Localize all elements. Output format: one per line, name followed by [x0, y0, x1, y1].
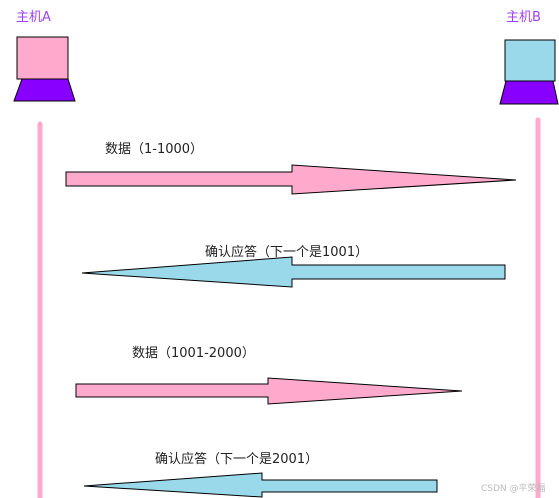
host-a-base-icon [13, 78, 76, 102]
message-4: 确认应答（下一个是2001） [83, 451, 438, 498]
message-2-label: 确认应答（下一个是1001） [205, 244, 368, 260]
host-b-screen-icon [504, 39, 556, 82]
host-a-label: 主机A [16, 10, 51, 25]
host-a: 主机A [13, 10, 76, 102]
message-2: 确认应答（下一个是1001） [81, 244, 506, 288]
message-1-arrow [65, 164, 517, 195]
message-3: 数据（1001-2000） [75, 346, 463, 405]
message-1-label: 数据（1-1000） [105, 142, 203, 157]
host-b-base-icon [499, 80, 559, 105]
message-4-arrow [83, 472, 438, 498]
message-2-arrow [81, 256, 506, 288]
message-4-label: 确认应答（下一个是2001） [155, 451, 318, 467]
message-3-arrow [75, 377, 463, 405]
host-a-screen-icon [16, 36, 69, 80]
watermark-text: CSDN @平荣福 [481, 482, 546, 494]
message-3-label: 数据（1001-2000） [132, 346, 255, 361]
message-1: 数据（1-1000） [65, 142, 517, 195]
host-b-label: 主机B [506, 10, 541, 25]
host-b: 主机B [499, 10, 559, 105]
